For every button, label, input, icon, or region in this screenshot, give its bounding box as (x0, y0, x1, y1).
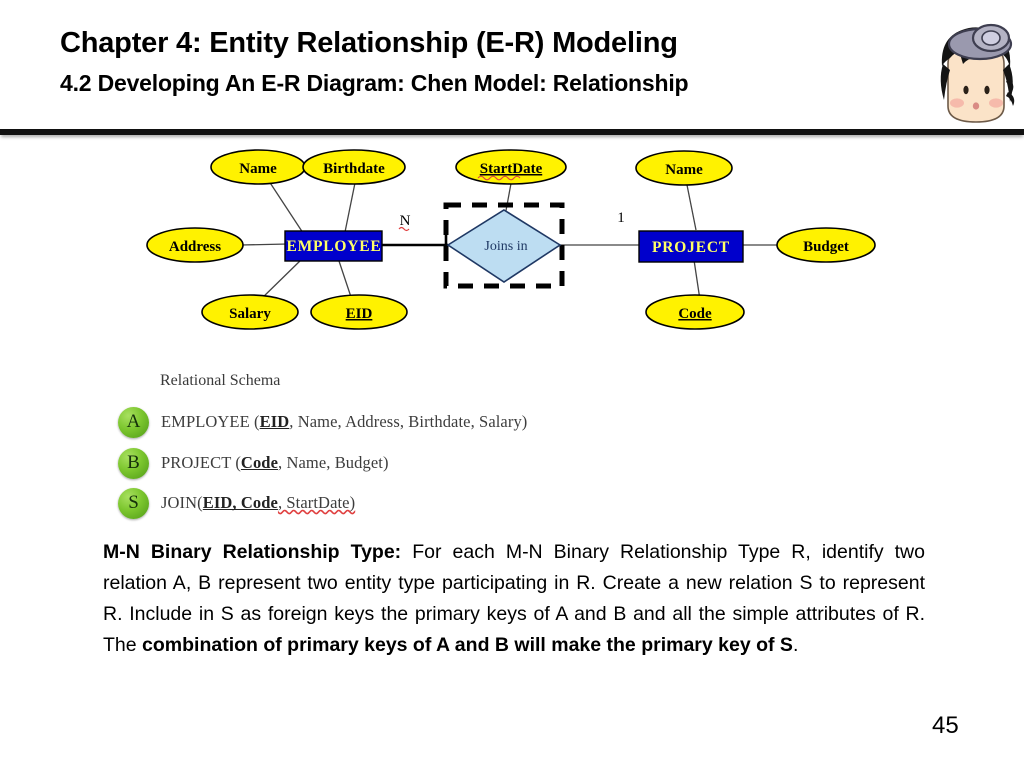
student-avatar-icon (930, 18, 1022, 131)
attribute-label: StartDate (480, 161, 543, 177)
schema-badge-s: S (118, 487, 149, 519)
cardinality-project-side: 1 (617, 210, 625, 226)
spellcheck-squiggle-n (398, 226, 410, 232)
schema-attribute-list: , StartDate) (277, 493, 356, 512)
page-number: 45 (932, 712, 959, 739)
schema-open-paren: ( (197, 493, 203, 512)
attribute-employee-salary: Salary (201, 294, 299, 330)
attribute-employee-address: Address (146, 227, 244, 263)
body-bold-tail: combination of primary keys of A and B w… (142, 634, 793, 656)
relationship-joins-in: Joins in (446, 209, 562, 283)
schema-primary-key: EID, Code (202, 493, 278, 512)
body-paragraph: M-N Binary Relationship Type: For each M… (103, 537, 925, 661)
connector-employee-address (240, 243, 289, 246)
page-subtitle: 4.2 Developing An E-R Diagram: Chen Mode… (60, 70, 689, 96)
attribute-employee-name: Name (210, 149, 306, 185)
page-title: Chapter 4: Entity Relationship (E-R) Mod… (60, 27, 678, 59)
schema-open-paren: ( (231, 453, 241, 472)
schema-row-join: S JOIN(EID, Code, StartDate) (118, 486, 355, 520)
spellcheck-squiggle-startdate (477, 175, 521, 181)
relationship-label: Joins in (484, 239, 527, 254)
attribute-label: Name (239, 161, 277, 177)
attribute-label: Salary (229, 306, 271, 322)
schema-relation-name: JOIN (161, 493, 198, 512)
schema-text-project: PROJECT (Code, Name, Budget) (161, 453, 389, 473)
attribute-label: Address (169, 239, 221, 255)
attribute-project-budget: Budget (776, 227, 876, 263)
schema-badge-b: B (118, 447, 149, 479)
schema-row-project: B PROJECT (Code, Name, Budget) (118, 446, 389, 480)
schema-text-join: JOIN(EID, Code, StartDate) (161, 493, 355, 513)
attribute-employee-birthdate: Birthdate (302, 149, 406, 185)
connector-project-name (685, 179, 697, 231)
attribute-label: Code (678, 306, 712, 322)
er-diagram: .attr-ell { fill: #FFF200; stroke: #0000… (0, 140, 1024, 340)
schema-attribute-list: , Name, Budget) (278, 453, 389, 472)
attribute-relationship-startdate: StartDate (455, 149, 567, 185)
connector-employee-birthdate (344, 177, 357, 233)
body-lead-label: M-N Binary Relationship Type: (103, 541, 402, 563)
schema-relation-name: PROJECT (161, 453, 232, 472)
body-period: . (792, 634, 799, 656)
schema-open-paren: ( (249, 412, 260, 431)
attribute-project-name: Name (635, 150, 733, 186)
header-divider (0, 129, 1024, 135)
schema-row-employee: A EMPLOYEE (EID, Name, Address, Birthdat… (118, 405, 527, 439)
connector-employee-eid (337, 257, 353, 301)
schema-text-employee: EMPLOYEE (EID, Name, Address, Birthdate,… (161, 412, 527, 432)
attribute-project-code: Code (645, 294, 745, 330)
schema-primary-key: EID (259, 412, 290, 431)
title-block: Chapter 4: Entity Relationship (E-R) Mod… (60, 25, 920, 99)
connector-project-code (693, 259, 701, 301)
relational-schema-heading: Relational Schema (160, 372, 281, 389)
schema-relation-name: EMPLOYEE (161, 412, 250, 431)
schema-badge-a: A (118, 406, 149, 438)
attribute-label: EID (346, 306, 373, 322)
entity-project-label: PROJECT (652, 239, 730, 256)
attribute-label: Budget (803, 239, 849, 255)
connector-employee-salary (257, 257, 304, 303)
body-text: For each M-N Binary Relationship Type R,… (103, 541, 925, 656)
entity-employee: EMPLOYEE (284, 230, 383, 262)
cardinality-employee-side: N (400, 213, 411, 229)
schema-primary-key: Code (240, 453, 278, 472)
schema-attribute-list: , Name, Address, Birthdate, Salary) (289, 412, 528, 431)
entity-project: PROJECT (638, 230, 744, 263)
attribute-label: Name (665, 162, 703, 178)
attribute-label: Birthdate (323, 161, 385, 177)
entity-employee-label: EMPLOYEE (286, 238, 381, 255)
attribute-employee-eid: EID (310, 294, 408, 330)
relationship-dashed-box (443, 202, 565, 289)
slide-header: Chapter 4: Entity Relationship (E-R) Mod… (0, 0, 1024, 135)
